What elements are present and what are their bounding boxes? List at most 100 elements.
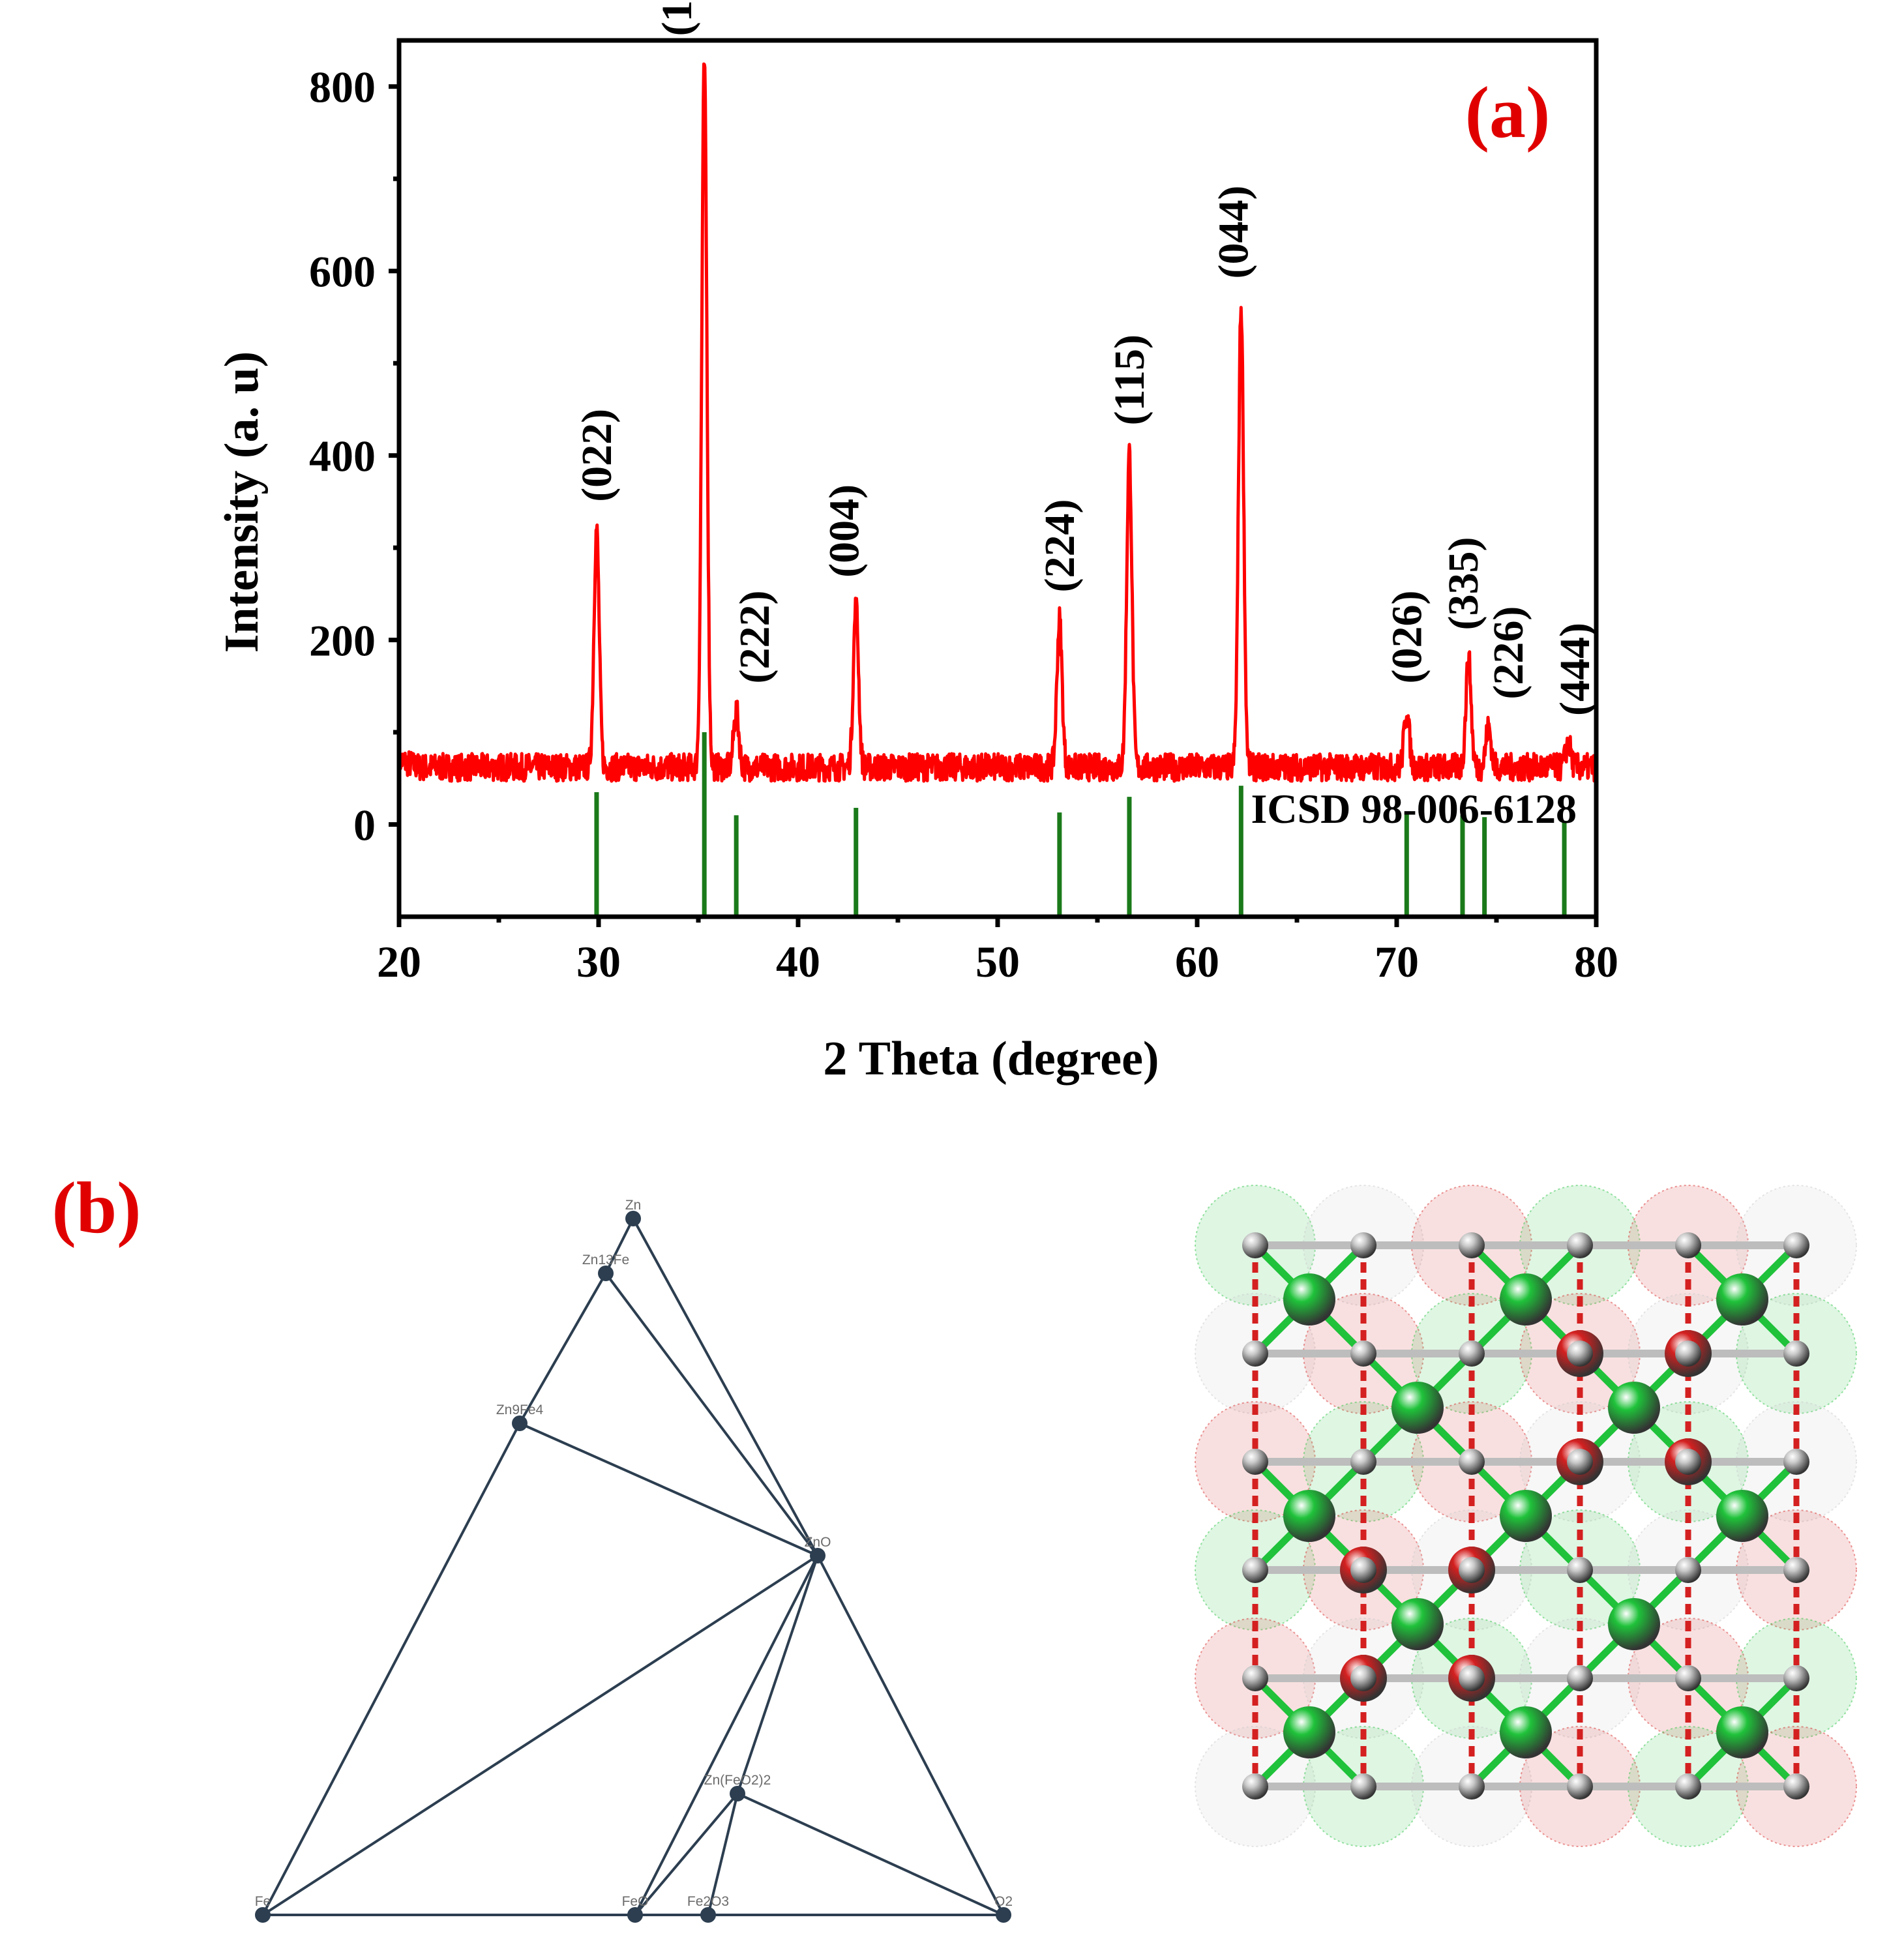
x-tick-label: 70: [1375, 937, 1419, 986]
phase-node: [512, 1415, 528, 1431]
o-atom: [1675, 1449, 1701, 1475]
phase-label: Zn13Fe: [582, 1252, 629, 1267]
o-atom: [1675, 1341, 1701, 1367]
o-atom: [1459, 1232, 1485, 1258]
phase-node: [730, 1786, 745, 1801]
phase-label: Zn: [625, 1198, 642, 1213]
zn-atom: [1391, 1382, 1444, 1434]
peak-label: (224): [1036, 499, 1084, 592]
y-tick-label: 600: [309, 247, 376, 297]
tie-line: [737, 1556, 818, 1794]
o-atom: [1783, 1232, 1809, 1258]
phase-diagram-tie-lines: [263, 1219, 1004, 1915]
peak-label: (113): [653, 0, 701, 36]
crystal-structure-image: [1195, 1185, 1856, 1846]
reference-pattern-label: ICSD 98-006-6128: [1251, 786, 1577, 832]
tie-line: [737, 1794, 1004, 1915]
o-atom: [1675, 1232, 1701, 1258]
panel-a-label: (a): [1465, 72, 1551, 153]
peak-label: (226): [1485, 606, 1532, 700]
o-atom: [1783, 1557, 1809, 1583]
o-atom: [1567, 1232, 1593, 1258]
x-tick-label: 60: [1175, 937, 1219, 986]
tie-line: [633, 1219, 818, 1556]
phase-node: [700, 1907, 716, 1923]
phase-label: O2: [994, 1894, 1013, 1909]
o-atom: [1675, 1557, 1701, 1583]
phase-node: [627, 1907, 643, 1923]
zn-atom: [1608, 1382, 1660, 1434]
o-atom: [1567, 1773, 1593, 1800]
zn-atom: [1716, 1273, 1768, 1326]
peak-label: (004): [821, 484, 869, 578]
peak-label: (444): [1551, 623, 1599, 716]
o-atom: [1350, 1449, 1376, 1475]
o-atom: [1675, 1773, 1701, 1800]
y-tick-label: 800: [309, 63, 376, 112]
o-atom: [1567, 1665, 1593, 1691]
o-atom: [1242, 1665, 1268, 1691]
o-atom: [1350, 1232, 1376, 1258]
zn-atom: [1500, 1706, 1552, 1758]
tie-line: [606, 1273, 818, 1556]
tie-line: [263, 1423, 520, 1915]
peak-label: (222): [731, 591, 779, 684]
zn-atom: [1283, 1490, 1335, 1542]
peak-label: (022): [573, 409, 621, 502]
zn-atom: [1716, 1490, 1768, 1542]
phase-label: Zn(FeO2)2: [704, 1773, 771, 1788]
zn-atom: [1608, 1598, 1660, 1650]
tie-line: [263, 1556, 818, 1915]
o-atom: [1567, 1341, 1593, 1367]
o-atom: [1783, 1341, 1809, 1367]
phase-node: [625, 1211, 641, 1226]
peak-label: (335): [1440, 537, 1487, 630]
phase-label: FeO: [622, 1894, 649, 1909]
y-tick-label: 200: [309, 616, 376, 666]
o-atom: [1459, 1773, 1485, 1800]
x-tick-label: 80: [1574, 937, 1618, 986]
phase-label: ZnO: [805, 1535, 831, 1550]
o-atom: [1783, 1773, 1809, 1800]
tie-line: [818, 1556, 1004, 1915]
o-atom: [1242, 1773, 1268, 1800]
xrd-chart-panel: (022) (113) (222) (004) (224) (115) (044) (026)…: [0, 0, 1904, 1108]
phase-label: Fe2O3: [687, 1894, 729, 1909]
y-tick-label: 0: [353, 801, 376, 850]
o-atom: [1242, 1449, 1268, 1475]
zn-atom: [1716, 1706, 1768, 1758]
o-atom: [1242, 1557, 1268, 1583]
o-atom: [1242, 1341, 1268, 1367]
phase-node: [996, 1907, 1011, 1923]
o-atom: [1350, 1557, 1376, 1583]
o-atom: [1567, 1449, 1593, 1475]
xrd-chart: (022) (113) (222) (004) (224) (115) (044) (026)…: [0, 0, 1904, 1108]
x-tick-label: 20: [377, 937, 421, 986]
x-axis-title: 2 Theta (degree): [823, 1032, 1159, 1086]
peak-label: (044): [1210, 185, 1257, 278]
o-atom: [1459, 1665, 1485, 1691]
tie-line: [635, 1556, 818, 1915]
peak-label: (026): [1383, 591, 1431, 684]
o-atom: [1459, 1341, 1485, 1367]
x-tick-label: 40: [776, 937, 820, 986]
o-atom: [1350, 1773, 1376, 1800]
o-atom: [1783, 1449, 1809, 1475]
o-atom: [1675, 1665, 1701, 1691]
o-atom: [1459, 1449, 1485, 1475]
o-atom: [1783, 1665, 1809, 1691]
panel-b-label: (b): [52, 1168, 141, 1249]
peak-label: (115): [1106, 334, 1153, 425]
o-atom: [1459, 1557, 1485, 1583]
tie-line: [520, 1423, 818, 1556]
o-atom: [1350, 1341, 1376, 1367]
x-tick-label: 50: [975, 937, 1020, 986]
zn-atom: [1500, 1273, 1552, 1326]
phase-label: Fe: [255, 1894, 271, 1909]
x-tick-label: 30: [576, 937, 621, 986]
y-tick-label: 400: [309, 432, 376, 481]
phase-node: [255, 1907, 271, 1923]
